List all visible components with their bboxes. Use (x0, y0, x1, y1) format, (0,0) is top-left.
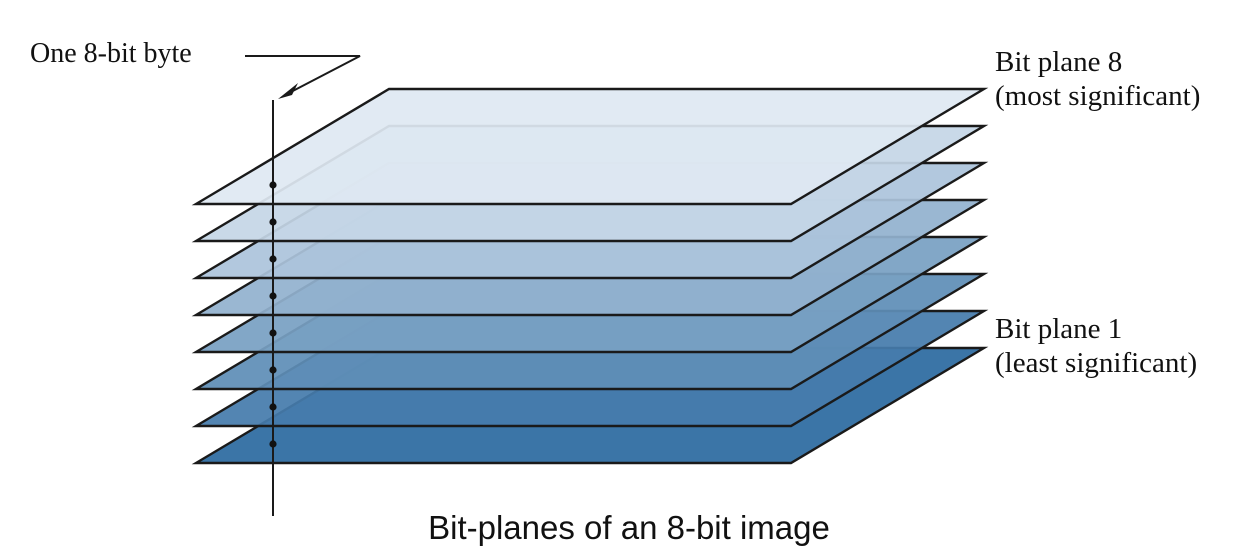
byte-label: One 8-bit byte (30, 38, 192, 69)
byte-bit-dot-1 (269, 440, 277, 448)
top-plane-label: Bit plane 8 (most significant) (995, 45, 1200, 113)
bottom-plane-label-line1: Bit plane 1 (995, 313, 1123, 345)
byte-bit-dot-5 (269, 292, 277, 300)
bottom-plane-label-line2: (least significant) (995, 347, 1198, 379)
byte-bit-dot-3 (269, 366, 277, 374)
bottom-plane-label: Bit plane 1 (least significant) (995, 312, 1197, 380)
byte-pointer-line (245, 55, 361, 95)
bit-planes-group (191, 87, 989, 465)
byte-bit-dot-2 (269, 403, 277, 411)
byte-bit-dot-4 (269, 329, 277, 337)
byte-bit-dot-7 (269, 218, 277, 226)
byte-bit-dot-6 (269, 255, 277, 263)
bit-plane-8 (191, 87, 989, 206)
top-plane-label-line2: (most significant) (995, 80, 1201, 112)
byte-pointer-arrowhead (278, 83, 298, 99)
byte-bit-dot-8 (269, 181, 277, 189)
diagram-caption: Bit-planes of an 8-bit image (428, 509, 830, 546)
byte-bit-dots (269, 181, 277, 448)
top-plane-label-line1: Bit plane 8 (995, 46, 1123, 78)
